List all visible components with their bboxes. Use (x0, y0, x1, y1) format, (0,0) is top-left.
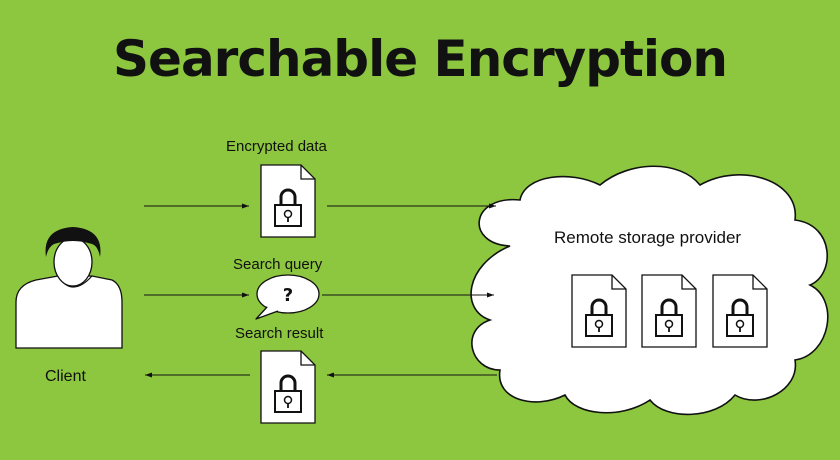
locked-document-icon (259, 349, 317, 425)
locked-document-icon (711, 273, 769, 349)
locked-document-icon (259, 163, 317, 239)
label-search-result: Search result (235, 325, 324, 342)
query-symbol: ? (283, 285, 293, 306)
label-client: Client (45, 368, 86, 385)
label-search-query: Search query (233, 256, 323, 273)
page-title: Searchable Encryption (113, 30, 728, 88)
label-encrypted-data: Encrypted data (226, 138, 327, 155)
label-remote-storage: Remote storage provider (554, 228, 742, 247)
locked-document-icon (640, 273, 698, 349)
user-icon (15, 227, 123, 349)
speech-bubble-icon (255, 274, 320, 320)
locked-document-icon (570, 273, 628, 349)
